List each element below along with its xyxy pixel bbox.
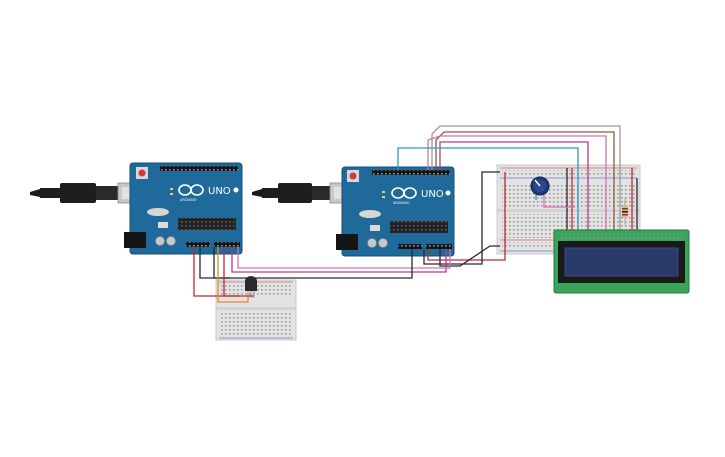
breadboard-mini[interactable] (215, 279, 297, 341)
board-model-label: UNO (421, 189, 444, 200)
arduino-logo-icon (391, 187, 417, 199)
arduino-logo-icon (178, 184, 204, 196)
lcd-display-16x2[interactable] (553, 229, 690, 294)
board-brand-label: ARDUINO (180, 198, 197, 202)
board-brand-label: ARDUINO (393, 201, 410, 205)
arduino-board-2[interactable]: UNO ARDUINO (336, 166, 455, 257)
resistor-icon[interactable] (622, 198, 628, 225)
temperature-sensor-icon[interactable] (245, 276, 257, 298)
arduino-board-1[interactable]: UNO ARDUINO (124, 162, 243, 255)
wire-harness[interactable] (193, 125, 638, 303)
board-model-label: UNO (208, 186, 231, 197)
potentiometer-icon[interactable] (530, 176, 550, 196)
